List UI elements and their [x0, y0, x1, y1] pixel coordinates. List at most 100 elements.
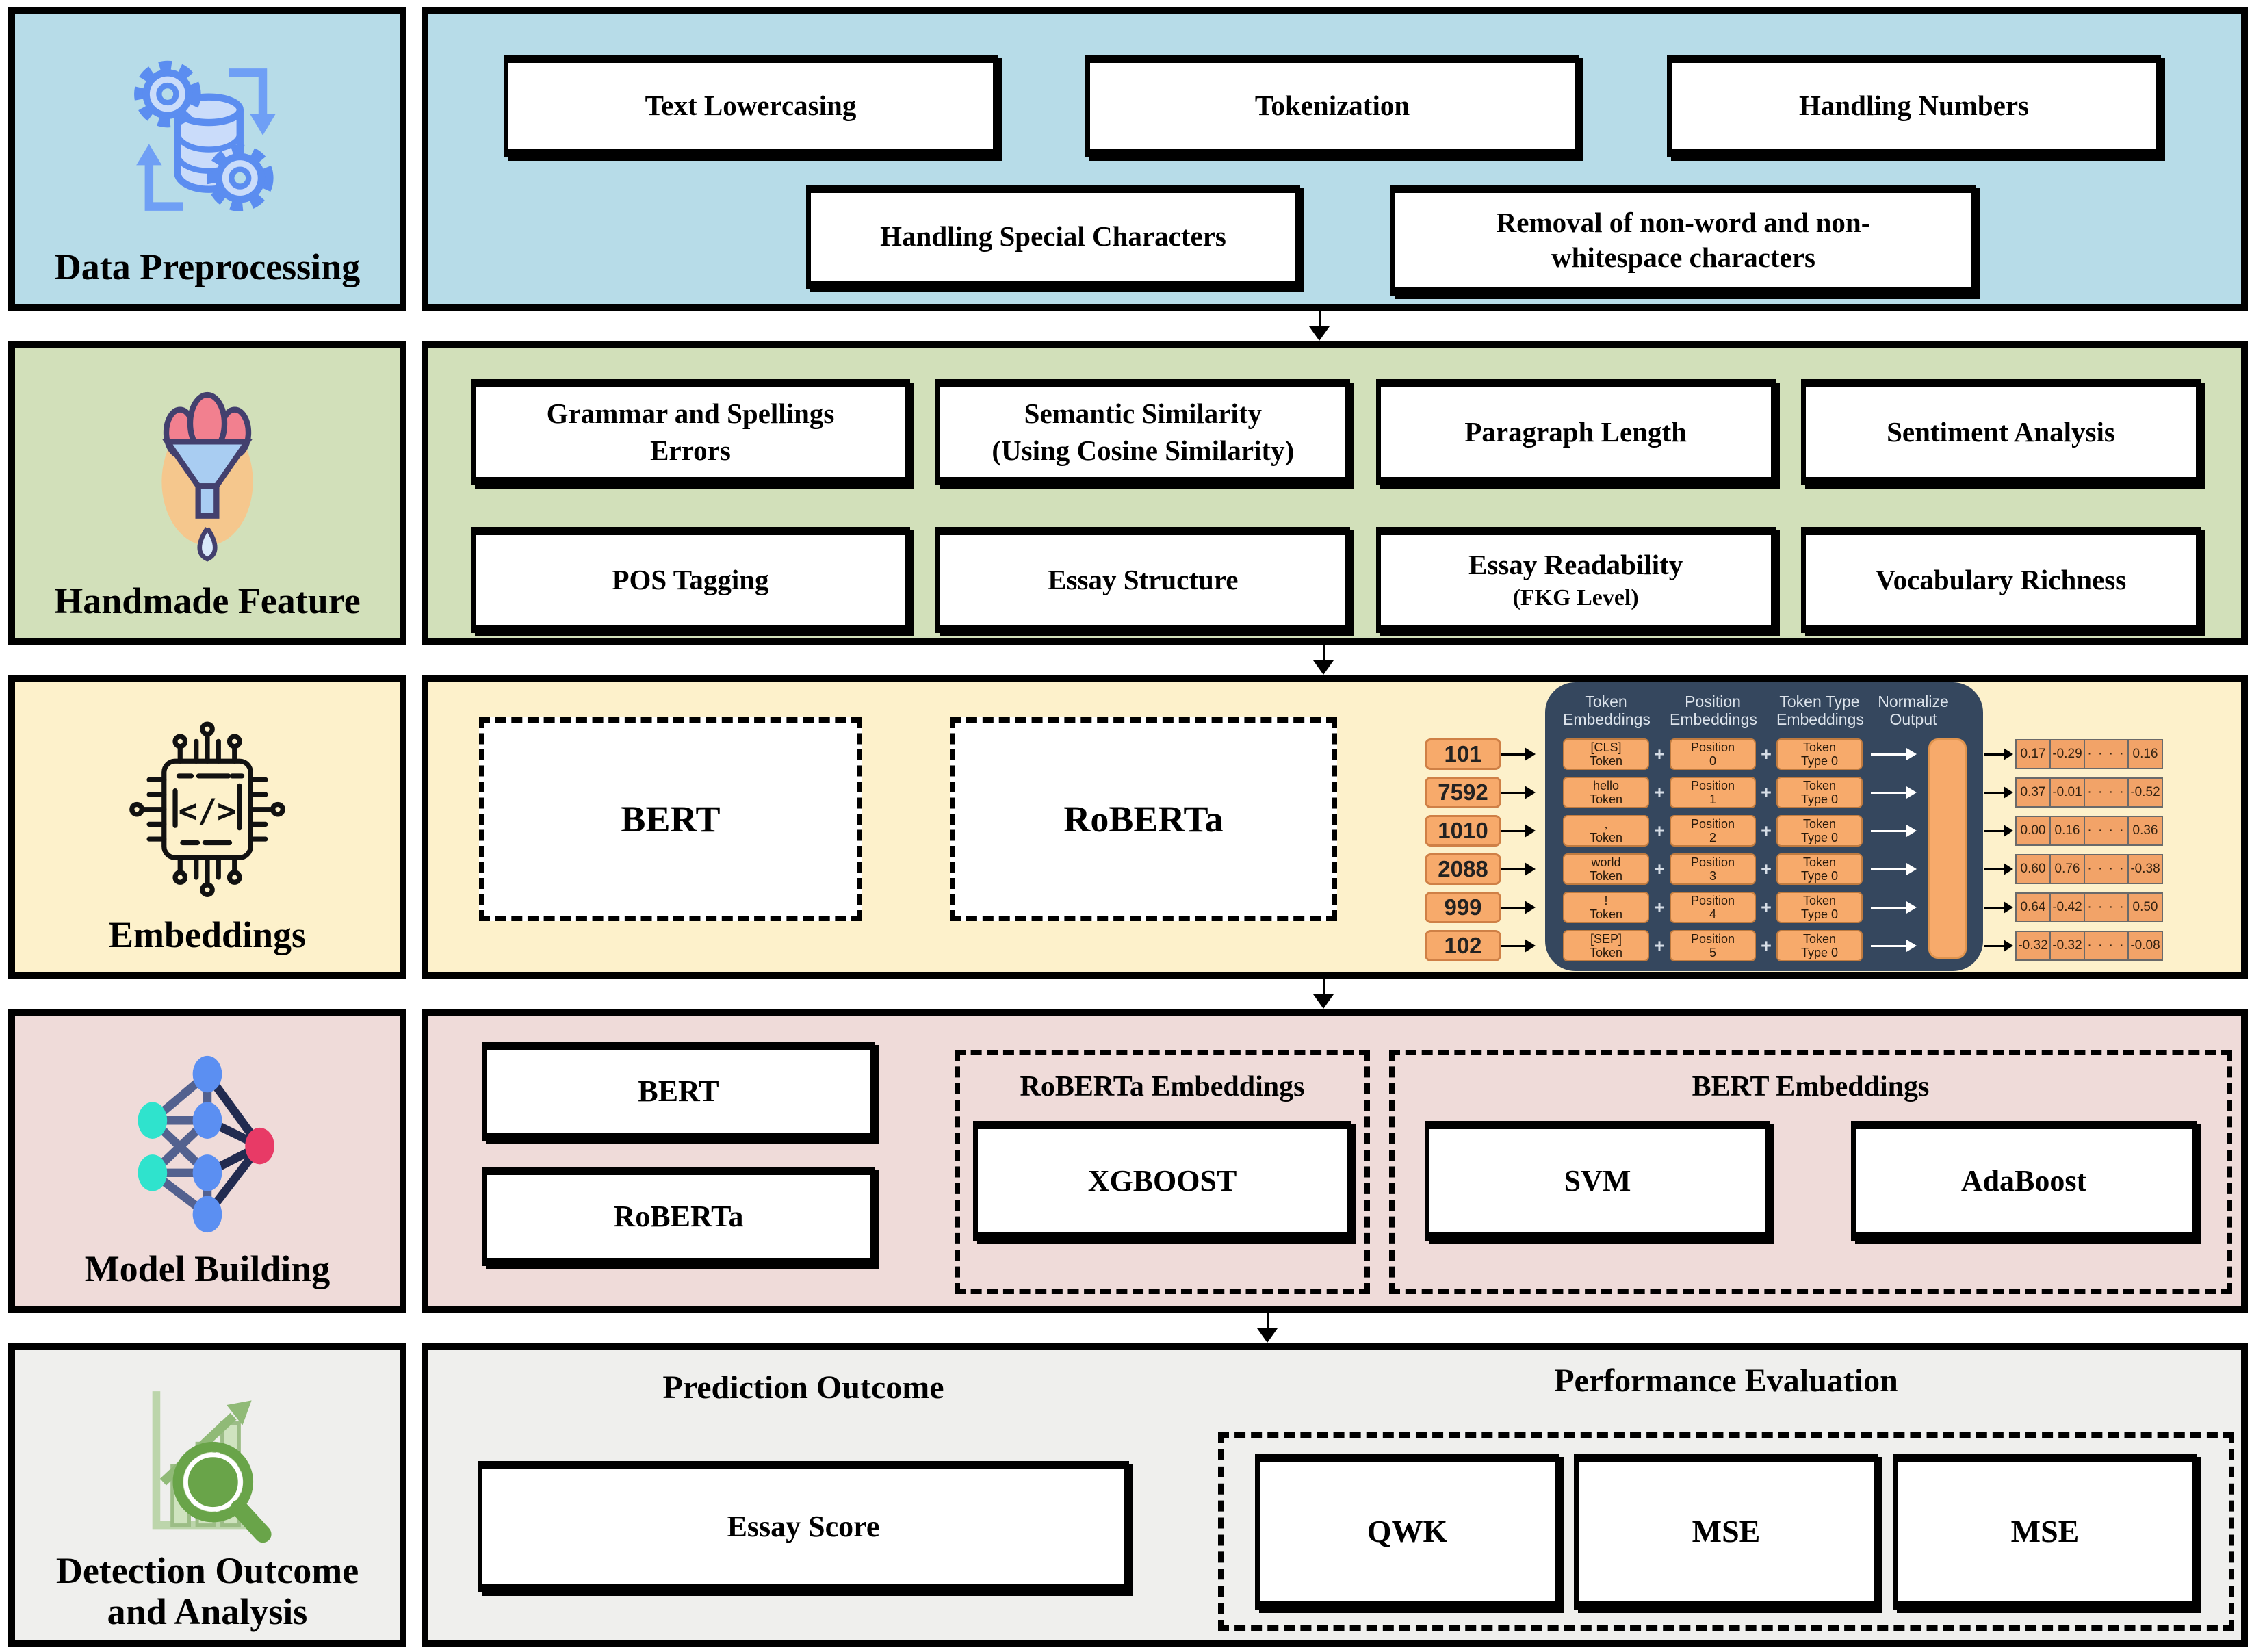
token-line2: Token — [1589, 946, 1623, 959]
vector-value: 0.76 — [2049, 854, 2085, 884]
bert-embeddings-group: BERT Embeddings SVM AdaBoost — [1389, 1050, 2232, 1294]
model-svm: SVM — [1425, 1121, 1770, 1241]
handmade-row-2: POS Tagging Essay Structure Essay Readab… — [471, 527, 2201, 633]
feature-label-line2: (FKG Level) — [1512, 585, 1639, 611]
arrow-right-white-icon — [1863, 901, 1924, 914]
vector-value: 0.64 — [2015, 892, 2051, 922]
vector-value: 0.17 — [2015, 739, 2051, 769]
chip-glyph: </> — [179, 792, 237, 830]
step-label: Text Lowercasing — [645, 90, 857, 122]
vector-value: 0.60 — [2015, 854, 2051, 884]
feature-label: POS Tagging — [612, 563, 769, 595]
handmade-row-1: Grammar and Spellings Errors Semantic Si… — [471, 379, 2201, 485]
handmade-label-box: Handmade Feature — [8, 341, 406, 645]
model-label: AdaBoost — [1960, 1163, 2087, 1198]
model-roberta: RoBERTa — [482, 1167, 875, 1266]
plus-sign: + — [1761, 858, 1772, 879]
plus-sign: + — [1761, 743, 1772, 764]
feature-paragraph-length: Paragraph Length — [1375, 379, 1776, 485]
arrow-right-icon — [1501, 939, 1536, 953]
token-id: 101 — [1425, 738, 1501, 770]
vector-ellipsis: · · · · — [2084, 739, 2129, 769]
embeddings-title: Embeddings — [108, 914, 307, 955]
preprocessing-row-1: Text Lowercasing Tokenization Handling N… — [504, 55, 2161, 157]
roberta-embeddings-group: RoBERTa Embeddings XGBOOST — [955, 1050, 1370, 1294]
arrow-right-white-icon — [1863, 940, 1924, 952]
preprocessing-label-box: Data Preprocessing — [8, 7, 406, 311]
pos-line1: Position — [1690, 740, 1735, 754]
flow-arrow-down-icon — [1312, 979, 1335, 1009]
band-data-preprocessing: Data Preprocessing Text Lowercasing Toke… — [0, 7, 2252, 311]
pos-line2: 2 — [1709, 831, 1716, 844]
header-token-embeddings: Token Embeddings — [1563, 693, 1651, 728]
detection-title-line2: and Analysis — [107, 1591, 308, 1633]
vector-value: -0.32 — [2015, 931, 2051, 961]
token-line2: Token — [1589, 792, 1623, 806]
arrow-right-white-icon — [1863, 748, 1924, 760]
vector-value: -0.32 — [2049, 931, 2085, 961]
roberta-embeddings-group-label: RoBERTa Embeddings — [1020, 1071, 1305, 1102]
preprocessing-content-box: Text Lowercasing Tokenization Handling N… — [422, 7, 2248, 311]
feature-label: Essay Structure — [1048, 563, 1239, 595]
plus-sign: + — [1654, 820, 1665, 841]
gears-database-icon — [21, 33, 394, 246]
model-label: XGBOOST — [1087, 1163, 1237, 1198]
vector-value: 0.50 — [2127, 892, 2163, 922]
token-id: 999 — [1425, 892, 1501, 923]
metric-qwk: QWK — [1255, 1454, 1559, 1610]
feature-essay-readability: Essay Readability (FKG Level) — [1375, 527, 1776, 633]
prediction-outcome-heading: Prediction Outcome — [662, 1369, 944, 1406]
vector-ellipsis: · · · · — [2084, 816, 2129, 846]
header-position-embeddings: Position Embeddings — [1670, 693, 1757, 728]
type-line2: Type 0 — [1800, 792, 1839, 806]
model-label: BERT — [621, 799, 721, 840]
feature-sentiment-analysis: Sentiment Analysis — [1800, 379, 2201, 485]
step-label-line2: whitespace characters — [1551, 242, 1815, 273]
chip-code-icon: </> — [21, 701, 394, 914]
header-token-type-embeddings: Token Type Embeddings — [1776, 693, 1864, 728]
arrow-right-icon — [1984, 901, 2013, 914]
vector-value: -0.08 — [2127, 931, 2163, 961]
arrow-right-icon — [1501, 901, 1536, 914]
model-content-box: BERT RoBERTa RoBERTa Embeddings XGBOOST … — [422, 1009, 2248, 1313]
plus-sign: + — [1654, 743, 1665, 764]
model-bert: BERT — [482, 1042, 875, 1141]
token-arrow-column — [1501, 735, 1545, 965]
step-text-lowercasing: Text Lowercasing — [504, 55, 998, 157]
model-layout: BERT RoBERTa RoBERTa Embeddings XGBOOST … — [428, 1016, 2241, 1306]
arrow-right-icon — [1501, 862, 1536, 876]
token-line2: Token — [1589, 831, 1623, 844]
feature-vocabulary-richness: Vocabulary Richness — [1800, 527, 2201, 633]
essay-score-label: Essay Score — [727, 1510, 880, 1544]
pos-line2: 0 — [1709, 754, 1716, 768]
preprocessing-title: Data Preprocessing — [54, 246, 361, 287]
token-line1: hello — [1592, 778, 1620, 792]
type-line2: Type 0 — [1800, 831, 1839, 844]
pos-line2: 5 — [1709, 946, 1716, 959]
step-label: Tokenization — [1254, 90, 1410, 122]
feature-label-line1: Semantic Similarity — [1024, 398, 1262, 430]
pos-line1: Position — [1690, 816, 1735, 831]
metric-label: MSE — [2010, 1514, 2080, 1549]
arrow-right-icon — [1984, 940, 2013, 952]
output-vector-row: 0.00 0.16 · · · · 0.36 — [1984, 812, 2163, 850]
step-handling-numbers: Handling Numbers — [1667, 55, 2161, 157]
vector-value: 0.16 — [2127, 739, 2163, 769]
vector-value: 0.16 — [2049, 816, 2085, 846]
step-label-line1: Removal of non-word and non- — [1496, 206, 1871, 238]
plus-sign: + — [1761, 820, 1772, 841]
pos-line2: 3 — [1709, 869, 1716, 883]
detection-content-box: Prediction Outcome Essay Score Performan… — [422, 1343, 2248, 1647]
